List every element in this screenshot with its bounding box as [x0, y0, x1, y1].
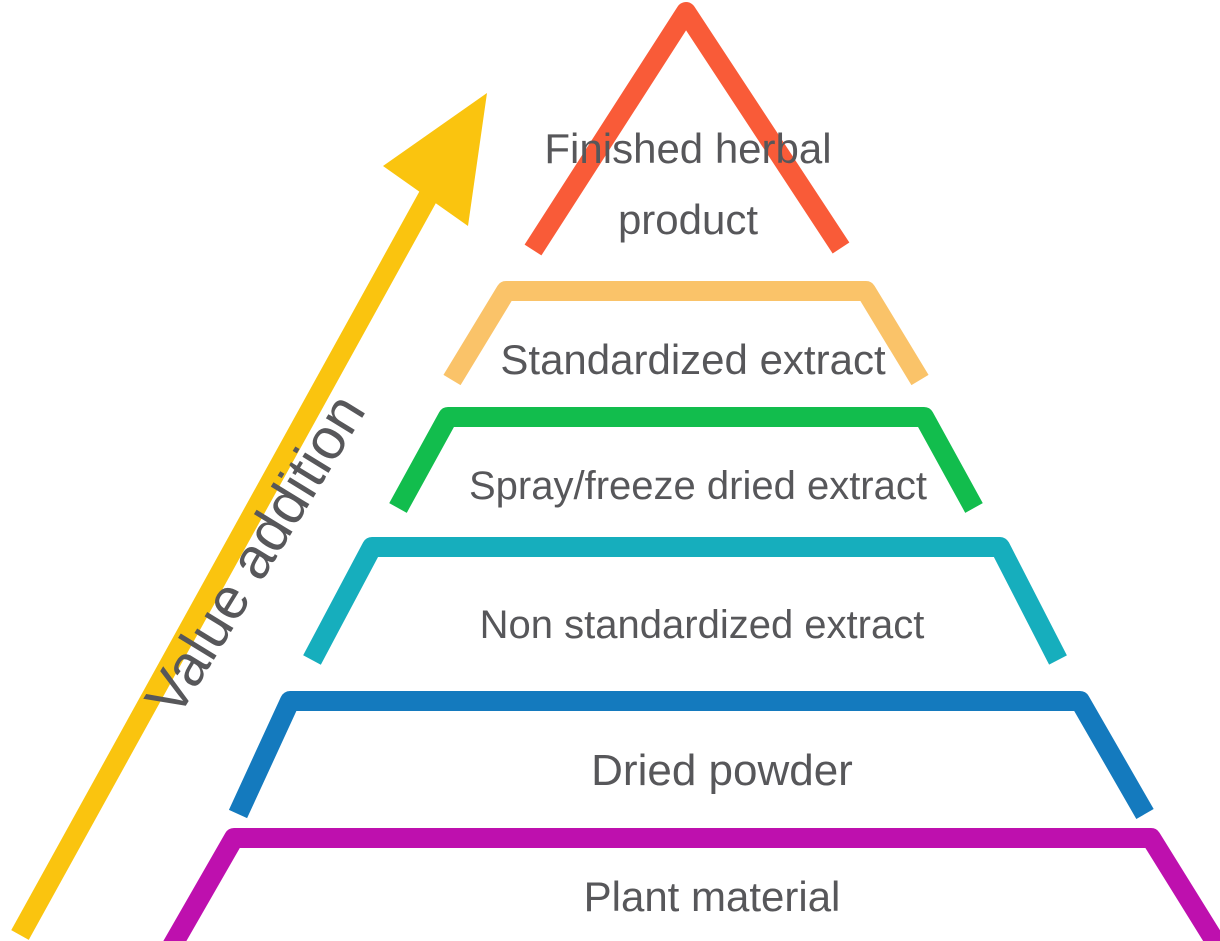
level-standardized-extract: Standardized extract: [443, 281, 929, 386]
level-2-label: Standardized extract: [500, 336, 886, 383]
value-addition-arrow: Value addition: [11, 93, 487, 940]
arrow-label: Value addition: [133, 383, 378, 727]
level-finished-herbal-product: Finished herbal product: [524, 2, 850, 256]
level-3-label: Spray/freeze dried extract: [469, 464, 927, 508]
level-1-label-line-1: Finished herbal: [544, 125, 831, 172]
level-4-outline: [303, 537, 1067, 665]
level-3-outline: [389, 407, 983, 513]
level-6-label: Plant material: [584, 873, 841, 920]
arrow-shaft: [11, 188, 439, 940]
level-6-outline: [163, 828, 1220, 941]
level-5-outline: [228, 691, 1154, 819]
level-non-standardized-extract: Non standardized extract: [303, 537, 1067, 665]
level-dried-powder: Dried powder: [228, 691, 1154, 819]
level-spray-freeze-dried-extract: Spray/freeze dried extract: [389, 407, 983, 513]
level-plant-material: Plant material: [163, 828, 1220, 941]
level-5-label: Dried powder: [591, 746, 853, 795]
level-4-label: Non standardized extract: [480, 603, 925, 647]
level-1-outline: [524, 2, 850, 256]
arrow-head-icon: [383, 93, 487, 226]
level-2-outline: [443, 281, 929, 386]
level-1-label-line-2: product: [618, 196, 758, 243]
